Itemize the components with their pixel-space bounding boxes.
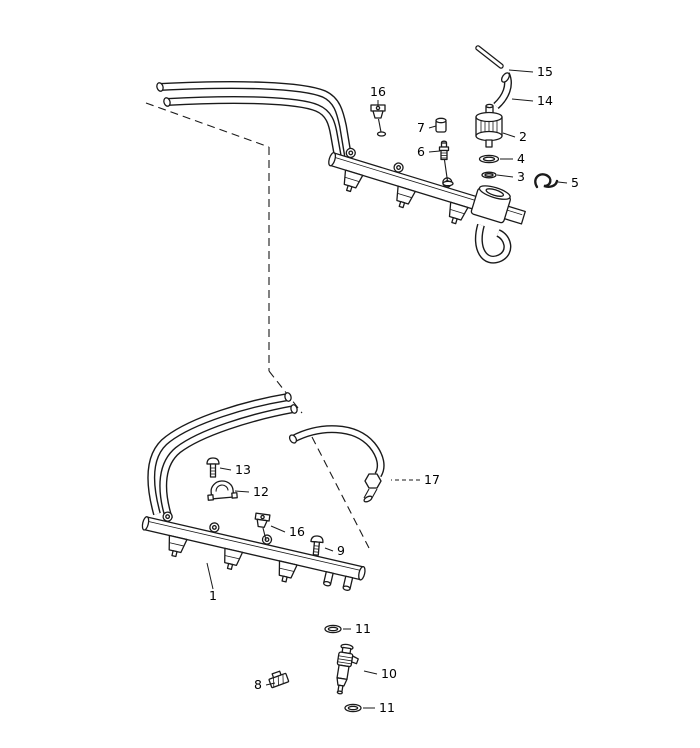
callout-3: 3 [496, 169, 525, 184]
retaining-clip [534, 173, 559, 189]
callout-label-11-lower: 11 [379, 700, 395, 715]
callout-9: 9 [324, 543, 345, 558]
callout-5: 5 [557, 175, 579, 190]
callout-label-5: 5 [571, 175, 579, 190]
washer [478, 154, 500, 164]
cap [435, 117, 447, 133]
callout-8: 8 [254, 677, 276, 692]
callout-16-upper: 16 [370, 84, 386, 106]
callout-4: 4 [500, 151, 525, 166]
callout-7: 7 [417, 120, 437, 135]
callout-11-lower: 11 [363, 700, 395, 715]
screw-upper [206, 457, 220, 478]
callout-label-4: 4 [517, 151, 525, 166]
o-ring-injector-bottom [344, 703, 362, 713]
callout-13: 13 [219, 462, 251, 477]
callout-11-upper: 11 [343, 621, 371, 636]
callout-label-7: 7 [417, 120, 425, 135]
callout-label-15: 15 [537, 64, 553, 79]
hose-clamp [207, 480, 238, 501]
callouts: 15 14 2 4 3 5 7 6 [206, 64, 579, 715]
callout-label-9: 9 [337, 543, 345, 558]
callout-6: 6 [417, 144, 441, 159]
rail-clip-upper [370, 104, 387, 137]
o-ring-injector-top [324, 624, 342, 634]
callout-label-2: 2 [519, 129, 527, 144]
callout-14: 14 [511, 93, 553, 108]
callout-15: 15 [508, 64, 553, 79]
callout-label-6: 6 [417, 144, 425, 159]
fuel-injector [336, 643, 359, 695]
upper-fuel-rail-assembly [156, 45, 559, 264]
lower-supply-tubes [147, 392, 298, 521]
valve [438, 140, 454, 187]
callout-label-12: 12 [253, 484, 269, 499]
callout-label-16-lower: 16 [289, 524, 305, 539]
upper-supply-tubes [156, 81, 352, 164]
callout-label-11-upper: 11 [355, 621, 371, 636]
callout-16-lower: 16 [270, 524, 305, 539]
lower-fuel-rail-assembly [141, 392, 385, 713]
callout-12: 12 [234, 484, 269, 499]
callout-label-13: 13 [235, 462, 251, 477]
callout-label-8: 8 [254, 677, 262, 692]
callout-17: 17 [391, 472, 440, 487]
callout-2: 2 [502, 129, 527, 144]
callout-10: 10 [363, 666, 397, 681]
lower-rail-body [141, 510, 366, 591]
callout-label-16-upper: 16 [370, 84, 386, 99]
callout-1: 1 [206, 562, 217, 603]
connector-hose [493, 72, 512, 109]
injector-clip [268, 670, 290, 689]
rail-end-housing [470, 185, 512, 264]
vent-hose [475, 45, 504, 69]
alignment-dashed-lines [145, 102, 370, 549]
callout-label-1: 1 [209, 588, 217, 603]
o-ring-regulator [481, 171, 497, 179]
callout-label-3: 3 [517, 169, 525, 184]
pressure-regulator [475, 103, 503, 148]
crossover-tube [288, 425, 385, 503]
screw-lower [309, 534, 325, 557]
callout-label-17: 17 [424, 472, 440, 487]
callout-label-10: 10 [381, 666, 397, 681]
callout-label-14: 14 [537, 93, 553, 108]
rail-clip-lower [253, 512, 271, 541]
